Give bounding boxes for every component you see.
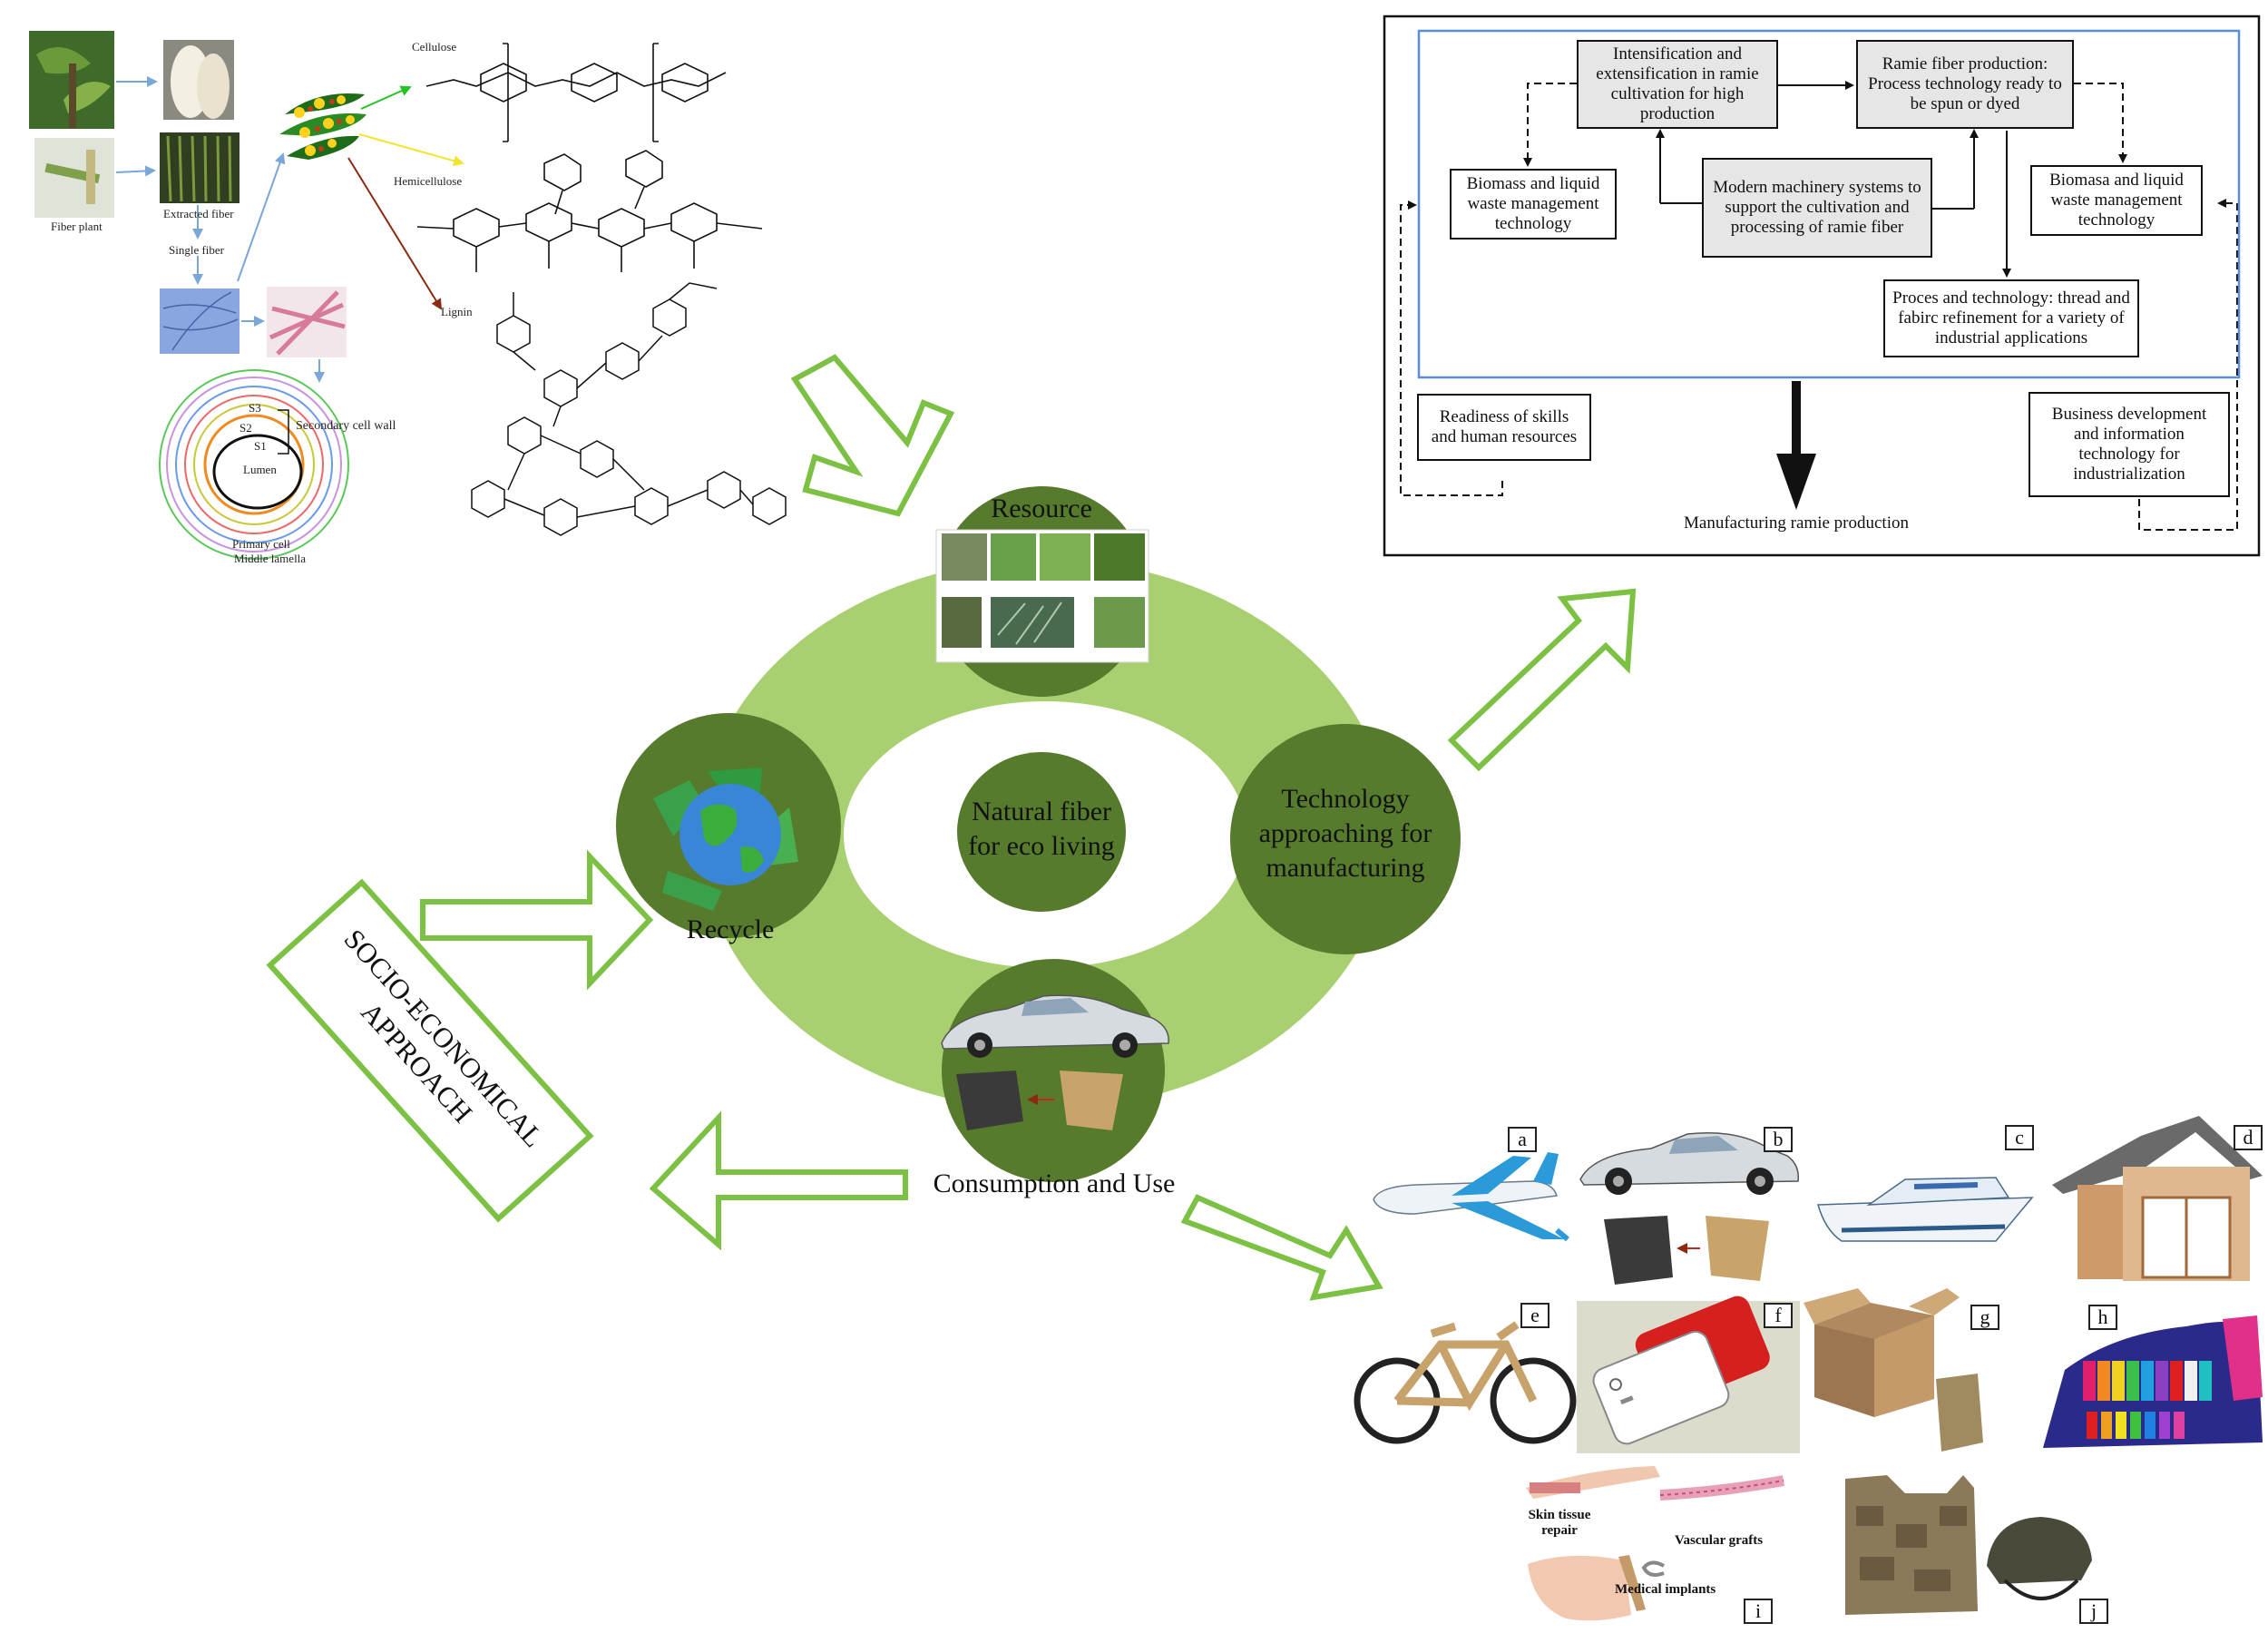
app-letter-f: f	[1764, 1303, 1793, 1328]
airplane-icon	[1373, 1152, 1569, 1242]
readiness-box: Readiness of skills and human resources	[1417, 394, 1591, 461]
fiber-source-panel	[29, 31, 787, 560]
extracted-fiber-photo	[160, 132, 240, 203]
cellulose-structure	[425, 43, 727, 142]
fibril-bundle	[279, 93, 367, 160]
biomass-left-box: Biomass and liquid waste management tech…	[1450, 169, 1617, 240]
app-letter-c: c	[2005, 1125, 2034, 1150]
skin-tissue-label: Skin tissue repair	[1528, 1508, 1591, 1538]
socio-economical-box	[266, 878, 594, 1223]
lignin-label: Lignin	[441, 305, 473, 318]
cross-section-micrograph	[267, 287, 347, 357]
flowchart-connectors	[1400, 81, 2238, 531]
process-arrows	[420, 354, 1637, 1301]
app-letter-g: g	[1970, 1305, 1999, 1330]
cellulose-arrow	[360, 85, 412, 110]
body-armor-icon	[1845, 1475, 2092, 1615]
consumption-label: Consumption and Use	[933, 1169, 1176, 1198]
single-fiber-micrograph	[160, 288, 240, 354]
fiber-hanks-photo	[163, 40, 234, 120]
app-letter-h: h	[2088, 1305, 2117, 1330]
house-icon	[2052, 1116, 2263, 1281]
app-letter-b: b	[1764, 1127, 1793, 1152]
fiber-plant-label: Fiber plant	[51, 220, 103, 233]
lumen-label: Lumen	[243, 463, 277, 476]
technology-circle	[1230, 724, 1461, 954]
app-letter-i: i	[1744, 1599, 1773, 1624]
app-letter-a: a	[1508, 1127, 1537, 1152]
consumption-circle	[942, 959, 1165, 1182]
secondary-cell-wall-label: Secondary cell wall	[296, 419, 396, 433]
cut-stalk-photo	[34, 138, 114, 218]
medical-implants-label: Medical implants	[1615, 1582, 1716, 1597]
textile-stack-icon	[2043, 1315, 2263, 1448]
center-circle	[957, 752, 1126, 912]
cellulose-label: Cellulose	[412, 40, 457, 54]
manufacturing-big-arrow	[1776, 381, 1816, 510]
center-label: Natural fiber for eco living	[968, 797, 1115, 861]
modern-machinery-box: Modern machinery systems to support the …	[1702, 158, 1932, 258]
flowchart-outer-frame	[1383, 15, 2261, 557]
hemicellulose-arrow	[358, 133, 464, 167]
resource-photo-collage	[935, 529, 1149, 663]
extracted-fiber-label: Extracted fiber	[163, 207, 234, 220]
s3-label: S3	[249, 401, 261, 415]
source-flow-arrows	[115, 76, 325, 383]
business-development-box: Business development and information tec…	[2028, 392, 2230, 497]
cardboard-box-icon	[1804, 1288, 1983, 1452]
vascular-grafts-label: Vascular grafts	[1675, 1533, 1764, 1548]
app-letter-j: j	[2079, 1599, 2108, 1624]
intensification-box: Intensification and extensification in r…	[1577, 40, 1778, 129]
phone-case-icon	[1577, 1296, 1800, 1453]
s2-label: S2	[240, 421, 252, 435]
flowchart-inner-frame	[1417, 29, 2241, 379]
cell-wall-rings	[159, 369, 349, 560]
bicycle-icon	[1354, 1321, 1577, 1444]
biomass-right-box: Biomasa and liquid waste management tech…	[2030, 165, 2203, 236]
primary-cell-label: Primary cell	[232, 537, 290, 551]
app-letter-d: d	[2234, 1125, 2263, 1150]
car-with-panels-icon	[941, 994, 1169, 1130]
process-technology-box: Proces and technology: thread and fabirc…	[1883, 279, 2139, 357]
secondary-wall-bracket	[278, 409, 289, 455]
lignin-arrow	[347, 157, 443, 310]
recycle-globe-icon	[653, 768, 798, 911]
ramie-fiber-box: Ramie fiber production: Process technolo…	[1856, 40, 2074, 129]
manufacturing-label: Manufacturing ramie production	[1684, 513, 1909, 533]
cycle-ring	[700, 560, 1390, 1110]
app-letter-e: e	[1520, 1303, 1549, 1328]
recycle-label: Recycle	[686, 914, 775, 944]
yacht-icon	[1817, 1177, 2034, 1242]
single-fiber-label: Single fiber	[169, 243, 225, 257]
lignin-structure	[471, 282, 787, 536]
resource-label: Resource	[991, 494, 1092, 523]
middle-lamella-label: Middle lamella	[234, 552, 307, 565]
technology-label: Technology approaching for manufacturing	[1258, 784, 1432, 883]
car-icon	[1579, 1131, 1799, 1285]
hemicellulose-structure	[416, 150, 763, 272]
hemicellulose-label: Hemicellulose	[394, 174, 463, 188]
medical-applications-icon	[1526, 1466, 1785, 1621]
s1-label: S1	[254, 439, 267, 453]
fiber-plant-photo	[29, 31, 114, 129]
